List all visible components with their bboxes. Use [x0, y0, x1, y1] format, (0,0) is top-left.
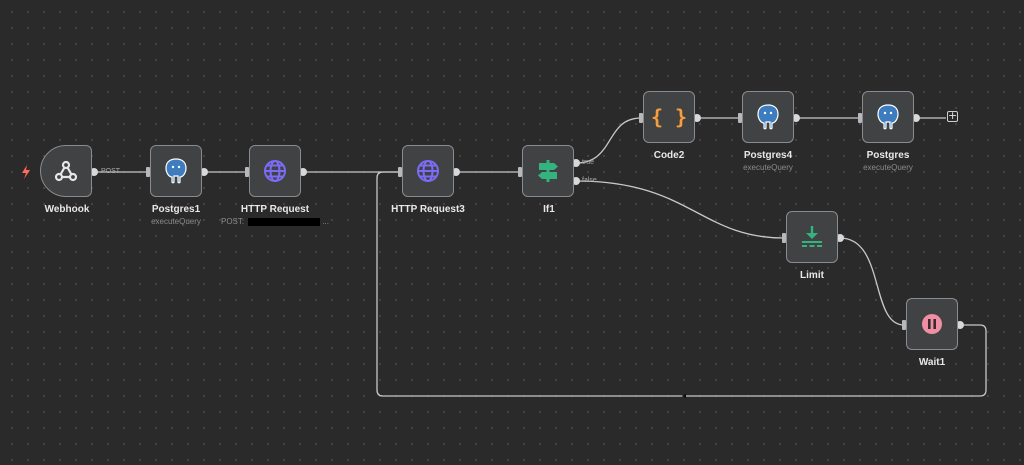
if1-node[interactable] [522, 145, 574, 197]
wait1-output-handle [956, 321, 964, 329]
http-request-label: HTTP Request [240, 204, 310, 215]
postgres4-output-handle [792, 114, 800, 122]
http-request3-output-handle [452, 168, 460, 176]
http-request-node[interactable] [249, 145, 301, 197]
if1-true-handle [572, 159, 580, 167]
code2-input-handle [639, 113, 643, 123]
http-request-method: POST: [220, 217, 247, 226]
http-request-url: POST: ... [210, 217, 340, 226]
http-request3-label: HTTP Request3 [391, 204, 465, 215]
connection-if1-code2 [575, 117, 642, 164]
postgres1-operation: executeQuery [151, 217, 201, 226]
webhook-icon [54, 160, 78, 182]
code2-output-handle [693, 114, 701, 122]
postgres4-node[interactable] [742, 91, 794, 143]
wait1-input-handle [902, 320, 906, 330]
limit-output-handle [836, 234, 844, 242]
limit-input-handle [782, 233, 786, 243]
http-request3-input-handle [398, 167, 402, 177]
postgres1-output-handle [200, 168, 208, 176]
if1-input-handle [518, 167, 522, 177]
limit-icon [802, 226, 822, 247]
postgres-output-handle [912, 114, 920, 122]
postgres4-input-handle [738, 113, 742, 123]
wait1-node[interactable] [906, 298, 958, 350]
postgres4-label: Postgres4 [743, 150, 793, 161]
connection-limit-wait1 [839, 237, 905, 326]
http-request-output-handle [299, 168, 307, 176]
postgres-icon [757, 104, 779, 130]
if1-label: If1 [543, 204, 555, 215]
post-edge-label: POST [101, 168, 121, 175]
globe-icon [417, 160, 439, 182]
true-branch-label: true [582, 159, 595, 166]
postgres-icon [877, 104, 899, 130]
false-branch-label: false [582, 177, 597, 184]
limit-node[interactable] [786, 211, 838, 263]
limit-label: Limit [800, 270, 824, 281]
if1-false-handle [572, 177, 580, 185]
loop-arrow-marker [682, 393, 686, 399]
http-request-url-ellipsis: ... [322, 217, 329, 226]
http-request3-node[interactable] [402, 145, 454, 197]
postgres-label: Postgres [866, 150, 910, 161]
trigger-bolt-icon [22, 165, 30, 179]
globe-icon [264, 160, 286, 182]
postgres-input-handle [858, 113, 862, 123]
webhook-output-handle [90, 168, 98, 176]
postgres-operation: executeQuery [863, 163, 913, 172]
postgres1-input-handle [146, 167, 150, 177]
postgres1-node[interactable] [150, 145, 202, 197]
postgres1-label: Postgres1 [151, 204, 201, 215]
braces-icon: { } [650, 105, 688, 129]
code2-label: Code2 [653, 150, 685, 161]
signpost-icon [538, 160, 558, 182]
connection-if1-limit [575, 180, 785, 239]
postgres-icon [165, 158, 187, 184]
webhook-label: Webhook [44, 204, 90, 215]
code2-node[interactable]: { } [643, 91, 695, 143]
http-request-input-handle [245, 167, 249, 177]
wait1-label: Wait1 [918, 357, 946, 368]
postgres4-operation: executeQuery [743, 163, 793, 172]
add-node-button[interactable]: + [947, 109, 958, 122]
postgres-node[interactable] [862, 91, 914, 143]
webhook-node[interactable] [40, 145, 92, 197]
redacted-url [248, 217, 321, 226]
pause-icon [922, 314, 942, 334]
connection-wait1-loop-http-request3 [376, 171, 987, 397]
